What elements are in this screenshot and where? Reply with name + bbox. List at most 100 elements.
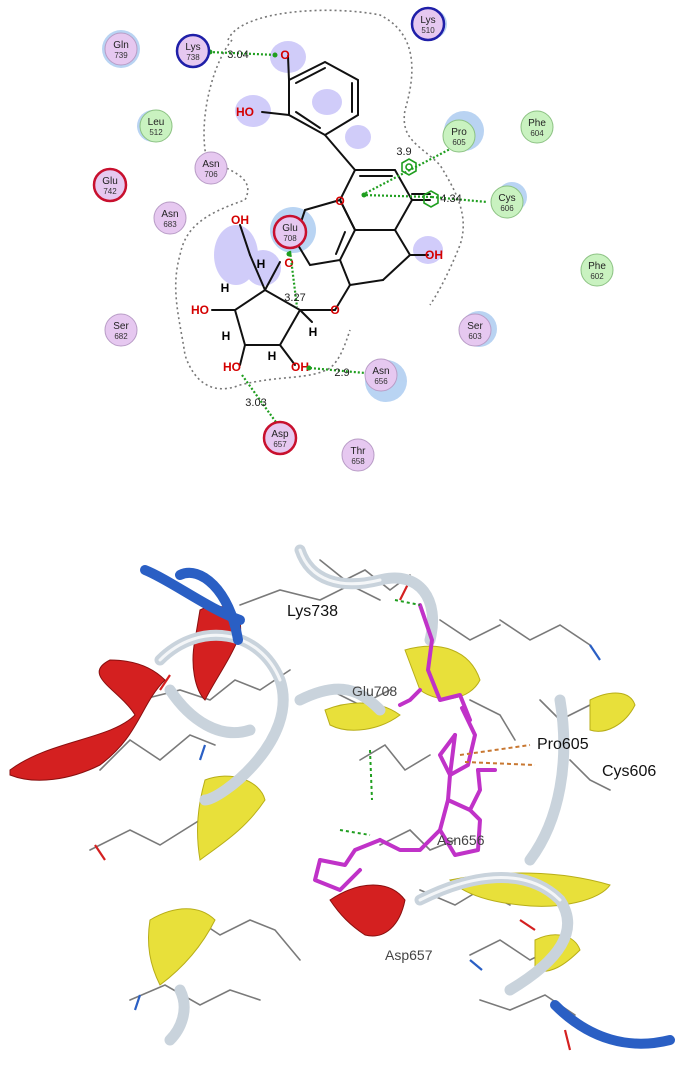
residue-name: Phe bbox=[588, 261, 606, 272]
residue-disc bbox=[272, 214, 308, 250]
distance-pro605: 3.9 bbox=[396, 146, 411, 158]
residue-name: Glu bbox=[102, 176, 118, 187]
residue-glu708: Glu708 bbox=[272, 214, 308, 250]
residue-disc bbox=[410, 6, 446, 42]
ligand-atoms: O HO O OH O O OH HO HO OH H H H H H bbox=[191, 48, 443, 374]
residue-disc bbox=[153, 201, 187, 235]
residue-disc bbox=[262, 420, 298, 456]
label-asn656: Asn656 bbox=[437, 832, 485, 848]
residue-disc bbox=[341, 438, 375, 472]
residue-number: 606 bbox=[500, 204, 514, 213]
label-cys606: Cys606 bbox=[602, 763, 656, 780]
hbond-lines bbox=[208, 50, 488, 426]
label-pro605: Pro605 bbox=[537, 736, 589, 753]
residue-cys606: Cys606 bbox=[490, 185, 524, 219]
residue-pro605: Pro605 bbox=[442, 119, 476, 153]
alpha-helices bbox=[9, 605, 406, 937]
residue-name: Cys bbox=[498, 193, 515, 204]
residue-disc bbox=[175, 33, 211, 69]
distance-labels: 3.04 3.9 4.34 3.27 2.9 3.03 bbox=[227, 49, 461, 409]
atom-oh: OH bbox=[291, 360, 309, 374]
side-chain-sticks bbox=[89, 559, 611, 1016]
residue-asp657: Asp657 bbox=[262, 420, 298, 456]
ligand-sticks bbox=[313, 603, 497, 892]
residue-labels-3d: Lys738 Glu708 Pro605 Cys606 Asn656 Asp65… bbox=[287, 603, 656, 963]
residue-number: 742 bbox=[103, 187, 117, 196]
label-asp657: Asp657 bbox=[385, 947, 433, 963]
distance-cys606: 4.34 bbox=[440, 193, 461, 205]
coil-tube-highlights bbox=[158, 548, 562, 902]
hbond-dashes-3d bbox=[339, 599, 421, 836]
atom-ho: HO bbox=[223, 360, 241, 374]
atom-oh: OH bbox=[231, 213, 249, 227]
distance-asp657: 3.03 bbox=[245, 397, 266, 409]
distance-lys738: 3.04 bbox=[227, 49, 248, 61]
residue-name: Asn bbox=[161, 209, 178, 220]
residue-name: Lys bbox=[420, 15, 435, 26]
residue-number: 656 bbox=[374, 377, 388, 386]
pocket-outline bbox=[174, 9, 464, 390]
residue-name: Glu bbox=[282, 223, 298, 234]
distance-asn656: 2.9 bbox=[334, 367, 349, 379]
residue-disc bbox=[490, 185, 524, 219]
residue-disc bbox=[194, 151, 228, 185]
residue-disc bbox=[139, 109, 173, 143]
residue-number: 738 bbox=[186, 53, 200, 62]
atom-h: H bbox=[222, 329, 231, 343]
atom-h: H bbox=[257, 257, 266, 271]
residue-name: Asn bbox=[202, 159, 219, 170]
residue-number: 605 bbox=[452, 138, 466, 147]
residue-disc bbox=[520, 110, 554, 144]
polar-atoms bbox=[94, 579, 601, 1051]
residue-name: Gln bbox=[113, 40, 129, 51]
residue-name: Ser bbox=[113, 321, 129, 332]
residue-number: 512 bbox=[149, 128, 163, 137]
pi-h-icon bbox=[401, 158, 439, 208]
residue-disc bbox=[104, 32, 138, 66]
residue-name: Lys bbox=[185, 42, 200, 53]
residue-number: 708 bbox=[283, 234, 297, 243]
residue-name: Thr bbox=[351, 446, 367, 457]
residue-number: 602 bbox=[590, 272, 604, 281]
residue-number: 683 bbox=[163, 220, 177, 229]
residue-number: 657 bbox=[273, 440, 287, 449]
label-lys738: Lys738 bbox=[287, 603, 338, 620]
residue-number: 510 bbox=[421, 26, 435, 35]
residue-disc bbox=[458, 313, 492, 347]
residue-lys738: Lys738 bbox=[175, 33, 211, 69]
residue-name: Phe bbox=[528, 118, 546, 129]
residue-name: Pro bbox=[451, 127, 467, 138]
residue-disc bbox=[580, 253, 614, 287]
residue-name: Asp bbox=[271, 429, 289, 440]
distance-glu708: 3.27 bbox=[284, 292, 305, 304]
residue-number: 658 bbox=[351, 457, 365, 466]
residue-name: Leu bbox=[148, 117, 165, 128]
atom-o: O bbox=[330, 303, 339, 317]
pi-dashes-3d bbox=[459, 744, 536, 766]
ligand-interaction-diagram: O HO O OH O O OH HO HO OH H H H H H bbox=[92, 6, 614, 472]
residue-name: Ser bbox=[467, 321, 483, 332]
atom-h: H bbox=[221, 281, 230, 295]
atom-o: O bbox=[284, 256, 293, 270]
atom-h: H bbox=[309, 325, 318, 339]
residue-disc bbox=[92, 167, 128, 203]
residue-number: 604 bbox=[530, 129, 544, 138]
termini-tubes bbox=[140, 565, 675, 1049]
residue-number: 603 bbox=[468, 332, 482, 341]
residue-number: 706 bbox=[204, 170, 218, 179]
residue-disc bbox=[364, 358, 398, 392]
atom-oh: OH bbox=[425, 248, 443, 262]
